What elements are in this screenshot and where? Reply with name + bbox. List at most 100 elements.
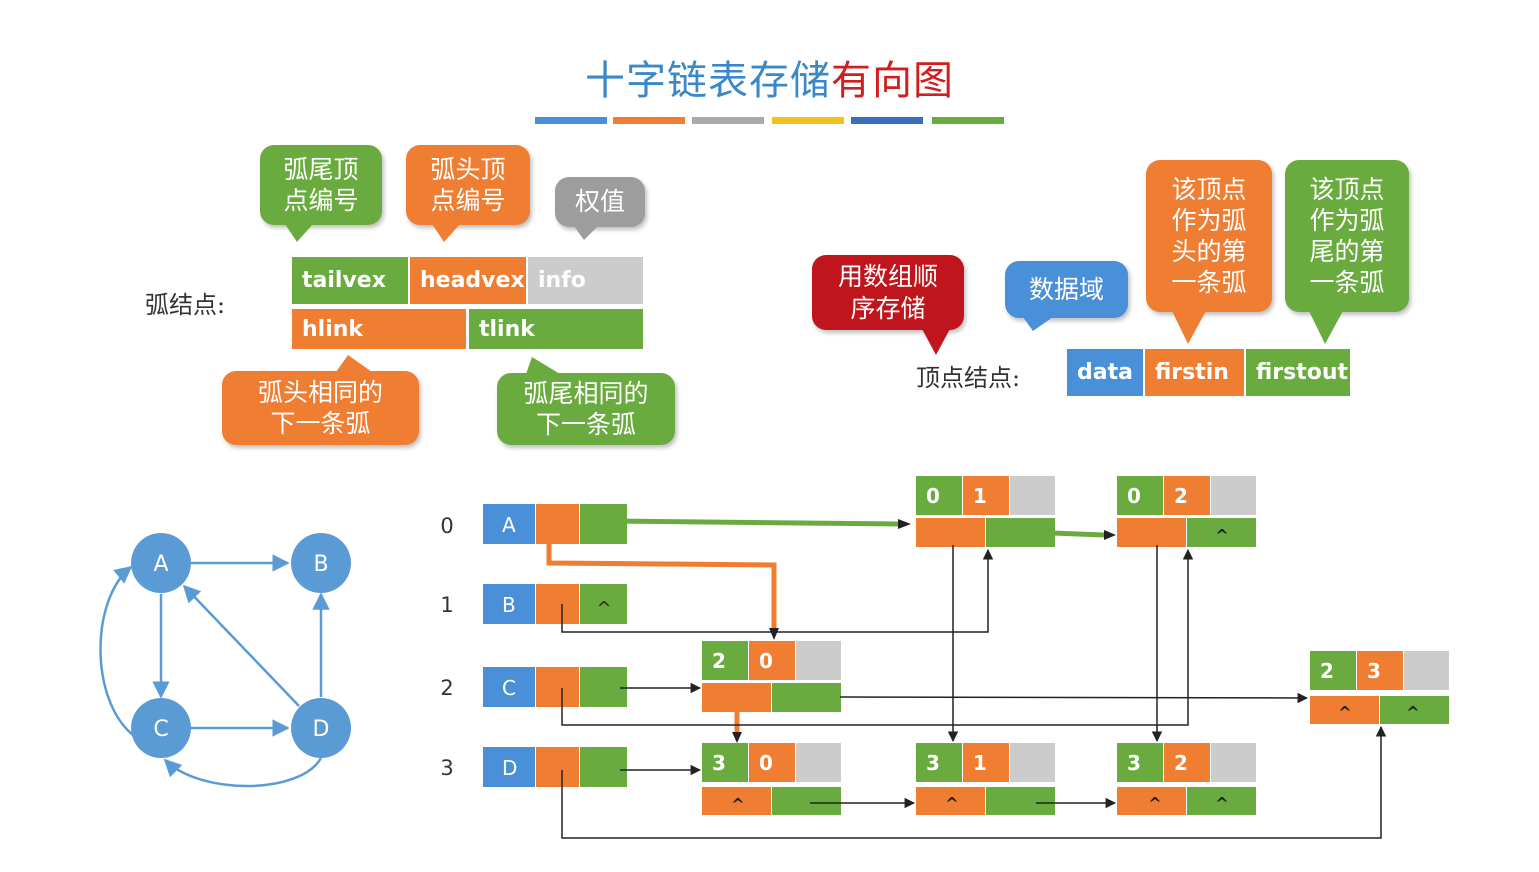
vertex-0-firstin-cell xyxy=(536,504,579,544)
title-part-1: 十字链表存储 xyxy=(585,58,831,104)
vertex-2-firstin-cell xyxy=(536,667,579,707)
graph-node-d xyxy=(291,698,351,758)
vertex-1-data-cell xyxy=(483,584,535,624)
arc-3-0-hlink-null: ^ xyxy=(731,795,744,814)
vertex-array: 0 1 2 3 A B ^ C D xyxy=(440,504,627,787)
callout-hlink: 弧头相同的下一条弧 xyxy=(222,371,419,445)
vertex-1-firstout-cell xyxy=(580,584,627,624)
arc-node-0-1: 0 1 xyxy=(916,476,1055,547)
arc-3-1-head: 1 xyxy=(973,751,987,775)
vertex-0-firstout-cell xyxy=(580,504,627,544)
graph-node-b xyxy=(291,533,351,593)
vertex-node-label: 顶点结点: xyxy=(916,364,1021,392)
arc-3-2-tlink-null: ^ xyxy=(1215,794,1228,813)
pointers xyxy=(546,518,1387,839)
color-strip-4 xyxy=(772,117,844,124)
ptr-arc20-tlink xyxy=(839,692,1309,704)
vertex-2-firstout-cell xyxy=(580,667,627,707)
graph-node-a-label: A xyxy=(153,552,168,577)
directed-graph: A B C D xyxy=(99,533,351,788)
arc-field-tlink: tlink xyxy=(469,309,643,349)
ptr-arc01-tlink xyxy=(1051,530,1105,538)
arc-2-3-head: 3 xyxy=(1367,659,1381,683)
callout-headvex: 弧头顶点编号 xyxy=(406,145,530,225)
arc-0-1-tail: 0 xyxy=(926,484,940,508)
callout-data: 数据域 xyxy=(1005,261,1128,318)
title-part-2: 有向图 xyxy=(831,58,954,104)
arc-node-3-0: 3 0 ^ xyxy=(702,743,841,815)
callout-firstout-pointer xyxy=(1309,311,1343,344)
vertex-field-data: data xyxy=(1067,349,1143,396)
edge-c-a xyxy=(99,565,134,736)
ptr-a-firstin-head xyxy=(769,628,779,640)
callout-tailvex-pointer xyxy=(285,224,313,242)
arc-field-tailvex: tailvex xyxy=(292,257,408,304)
vertex-3-data: D xyxy=(502,756,517,780)
vertex-1-firstin-cell xyxy=(536,584,579,624)
arc-2-3-tail: 2 xyxy=(1320,659,1334,683)
arc-field-headvex: headvex xyxy=(410,257,526,304)
arc-0-2-tlink-null: ^ xyxy=(1215,526,1228,545)
ptr-arc01-tlink-head xyxy=(1104,530,1116,540)
slide-title: 十字链表存储有向图 xyxy=(0,48,1539,106)
vertex-index-3: 3 xyxy=(440,756,453,780)
color-strip-1 xyxy=(535,117,607,124)
graph-node-c xyxy=(131,698,191,758)
vertex-3-firstin-cell xyxy=(536,747,579,787)
arc-3-2-head: 2 xyxy=(1174,751,1188,775)
ptr-a-firstin xyxy=(546,544,777,628)
arc-field-hlink: hlink xyxy=(292,309,466,349)
edge-d-a xyxy=(182,584,300,707)
vertex-2-data-cell xyxy=(483,667,535,707)
vertex-2-data: C xyxy=(502,676,516,700)
callout-data-pointer xyxy=(1023,317,1053,331)
callout-firstout: 该顶点作为弧尾的第一条弧 xyxy=(1285,160,1409,312)
arc-field-info: info xyxy=(528,257,643,304)
color-strip-5 xyxy=(851,117,923,124)
arc-3-0-tail: 3 xyxy=(712,751,726,775)
color-strip-6 xyxy=(932,117,1004,124)
ptr-b-firstin xyxy=(561,548,994,633)
callout-tailvex: 弧尾顶点编号 xyxy=(260,145,382,225)
arc-node-3-2: 3 2 ^ ^ xyxy=(1117,743,1256,815)
arc-0-1-head: 1 xyxy=(973,484,987,508)
arc-nodes: 0 1 0 2 ^ 2 0 xyxy=(702,476,1449,815)
arc-node-2-0: 2 0 xyxy=(702,641,841,712)
ptr-d-firstin xyxy=(561,725,1387,839)
vertex-3-data-cell xyxy=(483,747,535,787)
vertex-index-2: 2 xyxy=(440,676,453,700)
arc-node-3-1: 3 1 ^ xyxy=(916,743,1055,815)
graph-node-b-label: B xyxy=(313,552,328,577)
ptr-arc20-hlink-head xyxy=(732,732,742,743)
callout-info-pointer xyxy=(574,226,598,240)
callout-tlink: 弧尾相同的下一条弧 xyxy=(497,373,675,445)
ptr-a-firstout xyxy=(609,518,899,527)
arc-2-3-tlink-null: ^ xyxy=(1406,703,1419,722)
vertex-field-firstin: firstin xyxy=(1145,349,1244,396)
vertex-field-firstout: firstout xyxy=(1246,349,1350,396)
callout-info: 权值 xyxy=(555,177,645,227)
callout-firstin-pointer xyxy=(1172,311,1206,344)
arc-node-2-3: 2 3 ^ ^ xyxy=(1310,651,1449,724)
arc-0-2-head: 2 xyxy=(1174,484,1188,508)
vertex-0-data: A xyxy=(502,513,516,537)
arc-0-2-tail: 0 xyxy=(1127,484,1141,508)
arc-3-1-tail: 3 xyxy=(926,751,940,775)
vertex-1-firstout-null: ^ xyxy=(596,598,611,619)
arc-node-0-2: 0 2 ^ xyxy=(1117,476,1256,547)
arc-node-label: 弧结点: xyxy=(145,291,226,319)
arc-3-1-hlink-null: ^ xyxy=(945,794,958,813)
callout-array-pointer xyxy=(922,329,950,355)
arc-3-2-hlink-null: ^ xyxy=(1148,794,1161,813)
graph-node-d-label: D xyxy=(313,717,330,742)
arc-2-0-tail: 2 xyxy=(712,649,726,673)
vertex-1-data: B xyxy=(502,593,516,617)
color-strip-2 xyxy=(613,117,685,124)
ptr-c-firstin xyxy=(561,548,1194,726)
edge-d-c xyxy=(163,757,323,788)
callout-tlink-pointer xyxy=(526,357,560,374)
graph-node-a xyxy=(131,533,191,593)
callout-headvex-pointer xyxy=(432,224,460,242)
